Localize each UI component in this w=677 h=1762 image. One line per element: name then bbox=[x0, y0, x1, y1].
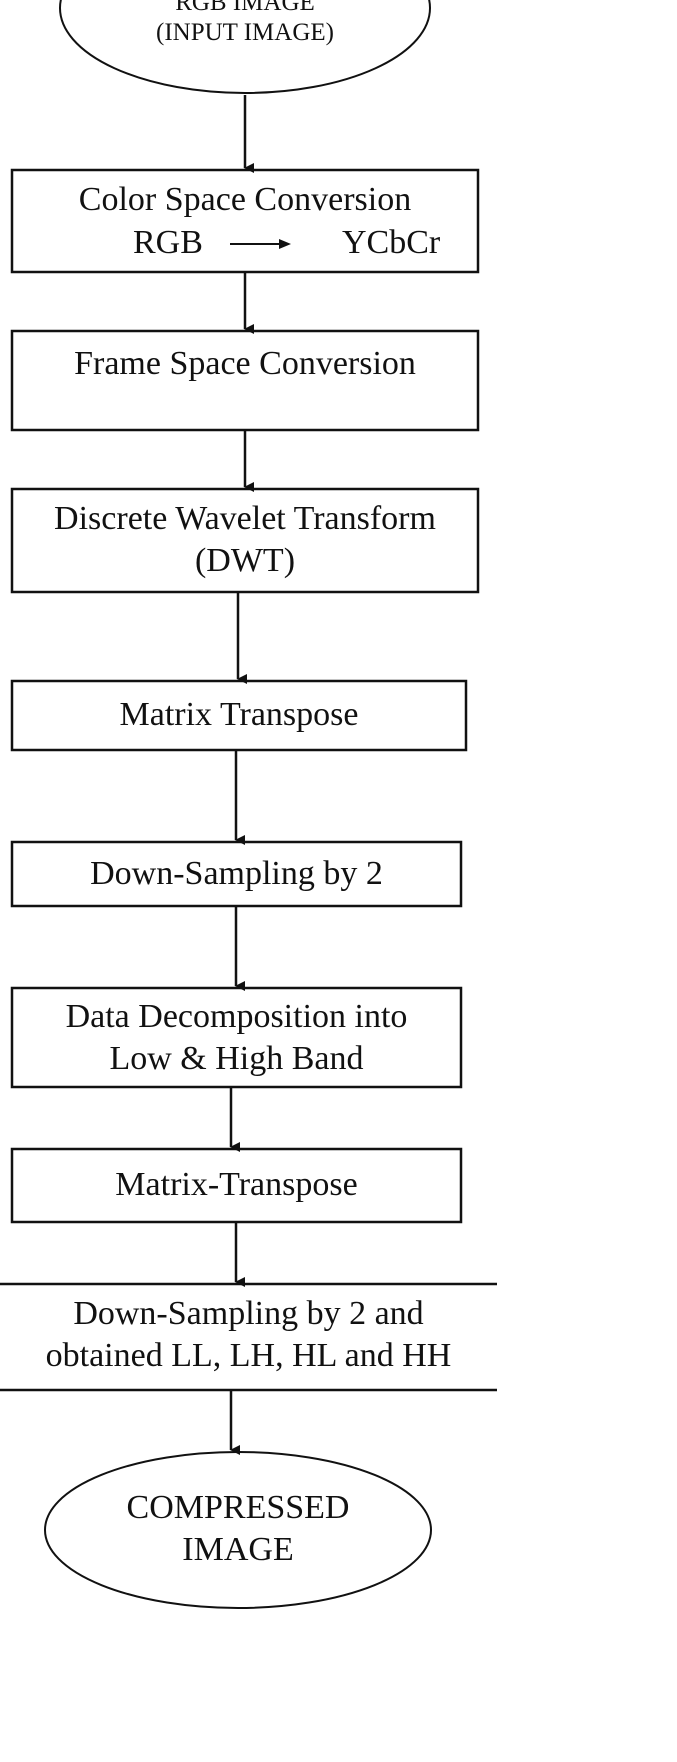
transpose-2-title: Matrix-Transpose bbox=[115, 1166, 358, 1203]
dwt-text: Discrete Wavelet Transform (DWT) bbox=[12, 498, 478, 582]
downsample-1-box bbox=[10, 840, 463, 908]
decompose-text: Data Decomposition into Low & High Band bbox=[12, 996, 461, 1080]
transpose-2-box bbox=[10, 1147, 463, 1224]
dwt-line-1: Discrete Wavelet Transform bbox=[54, 500, 436, 537]
downsample-2-line-2: obtained LL, LH, HL and HH bbox=[45, 1337, 452, 1374]
rgb-to-ycbcr-arrowhead bbox=[279, 239, 291, 249]
color-space-text: Color Space Conversion bbox=[12, 179, 478, 221]
input-node-text: RGB IMAGE (INPUT IMAGE) bbox=[60, 0, 430, 48]
downsample-2-text: Down-Sampling by 2 and obtained LL, LH, … bbox=[0, 1293, 497, 1377]
input-line-2: (INPUT IMAGE) bbox=[156, 19, 334, 46]
color-space-to: YCbCr bbox=[342, 224, 441, 261]
transpose-1-title: Matrix Transpose bbox=[119, 696, 359, 733]
frame-space-box bbox=[10, 329, 480, 432]
decompose-box bbox=[10, 986, 463, 1089]
frame-space-title: Frame Space Conversion bbox=[74, 345, 416, 382]
downsample-2-line-1: Down-Sampling by 2 and bbox=[73, 1295, 424, 1332]
color-space-title: Color Space Conversion bbox=[78, 181, 412, 218]
decompose-line-1: Data Decomposition into bbox=[65, 998, 408, 1035]
downsample-1-title: Down-Sampling by 2 bbox=[90, 855, 383, 892]
output-image-ellipse bbox=[44, 1451, 432, 1609]
dwt-line-2: (DWT) bbox=[194, 542, 296, 579]
transpose-2-text: Matrix-Transpose bbox=[12, 1164, 461, 1206]
input-image-ellipse bbox=[59, 0, 431, 94]
output-node-text: COMPRESSED IMAGE bbox=[45, 1487, 431, 1571]
transpose-1-box bbox=[10, 679, 468, 752]
frame-space-text: Frame Space Conversion bbox=[12, 343, 478, 385]
input-line-1: RGB IMAGE bbox=[175, 0, 315, 16]
transpose-1-text: Matrix Transpose bbox=[12, 694, 466, 736]
decompose-line-2: Low & High Band bbox=[109, 1040, 364, 1077]
output-line-1: COMPRESSED bbox=[126, 1489, 350, 1526]
color-space-from: RGB bbox=[133, 224, 203, 261]
dwt-box bbox=[10, 487, 480, 594]
downsample-1-text: Down-Sampling by 2 bbox=[12, 853, 461, 895]
output-line-2: IMAGE bbox=[182, 1531, 294, 1568]
color-space-box bbox=[10, 168, 480, 274]
